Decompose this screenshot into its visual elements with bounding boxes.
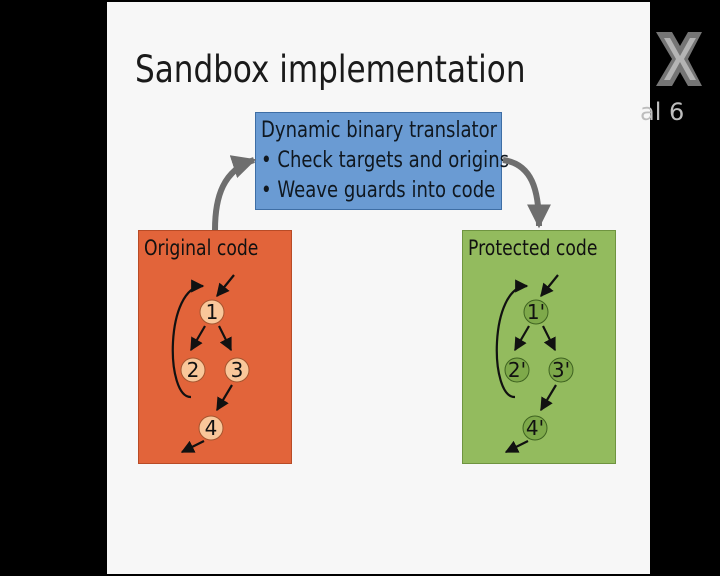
edge-arrow [540, 384, 557, 412]
original-graph: 1 2 3 4 [171, 274, 250, 453]
graph-node-label: 1' [527, 300, 545, 324]
translator-title: Dynamic binary translator [261, 118, 498, 143]
connector-arrow-to-translator [212, 155, 257, 231]
loop-arrow [495, 279, 529, 399]
exit-arrow [180, 440, 205, 453]
protected-graph: 1' 2' 3' 4' [495, 274, 574, 453]
graph-node-label: 2 [187, 358, 200, 382]
edge-arrow [542, 325, 556, 352]
translator-box: Dynamic binary translator • Check target… [255, 112, 509, 210]
graph-node [523, 299, 549, 325]
translator-bullet: • Weave guards into code [261, 178, 496, 203]
loop-arrow [171, 279, 205, 399]
edge-arrow [190, 325, 206, 352]
graph-node-label: 2' [508, 358, 526, 382]
slide: Sandbox implementation Dynamic binary tr… [107, 2, 650, 574]
graph-node-label: 1 [206, 300, 219, 324]
graph-node [198, 415, 224, 441]
graph-node-label: 3' [552, 358, 570, 382]
diagram-canvas: 1 2 3 4 1' 2' 3' 4' [171, 155, 574, 453]
connector-arrow-to-protected [502, 157, 551, 229]
slide-title: Sandbox implementation [135, 48, 526, 91]
graph-node [180, 357, 206, 383]
translator-bullet: • Check targets and origins [261, 148, 510, 173]
entry-arrow [540, 274, 559, 298]
protected-code-label: Protected code [468, 236, 598, 260]
edge-arrow [514, 325, 530, 352]
graph-node-label: 3 [231, 358, 244, 382]
original-code-label: Original code [144, 236, 259, 260]
graph-node [199, 299, 225, 325]
edge-arrow [218, 325, 232, 352]
graph-node [504, 357, 530, 383]
graph-node-label: 4' [526, 416, 544, 440]
graph-node [548, 357, 574, 383]
graph-node [224, 357, 250, 383]
exit-arrow [504, 440, 529, 453]
edge-arrow [216, 384, 233, 412]
entry-arrow [216, 274, 235, 298]
watermark-logo-icon [656, 32, 702, 86]
watermark-text: al 6 [640, 98, 685, 126]
graph-node [522, 415, 548, 441]
graph-node-label: 4 [205, 416, 218, 440]
